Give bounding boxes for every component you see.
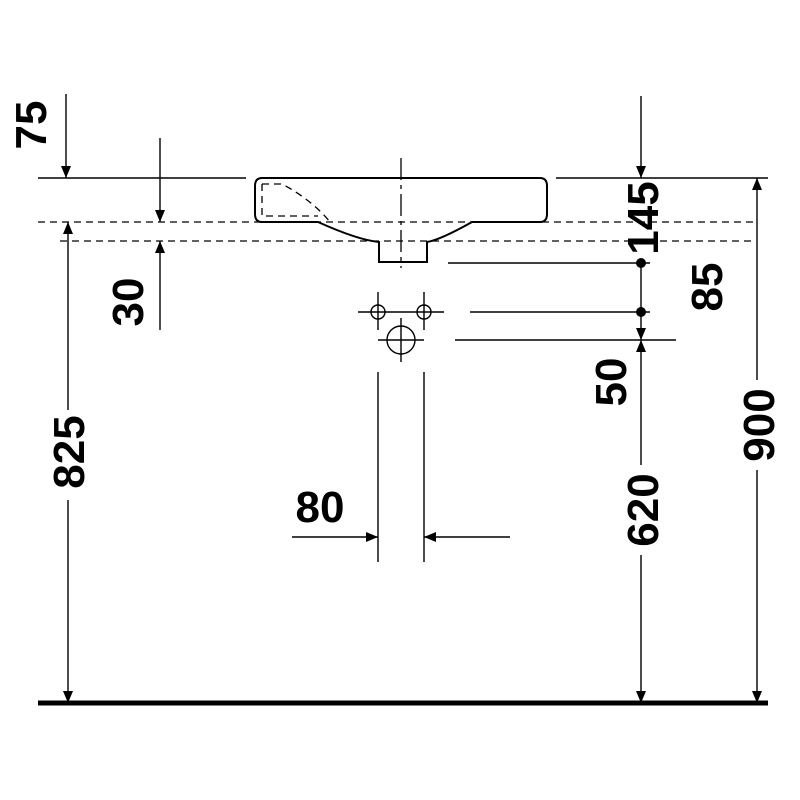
dim-label-825: 825 xyxy=(45,415,94,488)
dim-label-145: 145 xyxy=(619,181,668,254)
reference-lines xyxy=(38,177,768,341)
dimension-900: 900 xyxy=(735,178,784,703)
dimension-145: 145 xyxy=(619,96,668,255)
dimension-620: 620 xyxy=(619,340,668,703)
dim-label-80: 80 xyxy=(296,483,345,532)
dimension-85: 85 xyxy=(636,258,732,317)
dim-label-30: 30 xyxy=(104,278,153,327)
dim-label-85: 85 xyxy=(683,263,732,312)
dimension-30: 30 xyxy=(104,138,165,330)
chain-dot-upper xyxy=(636,258,646,268)
dim-label-900: 900 xyxy=(735,388,784,461)
dimension-50: 50 xyxy=(587,312,646,407)
dim-label-620: 620 xyxy=(619,473,668,546)
dim-label-75: 75 xyxy=(7,101,56,150)
tap-holes xyxy=(358,292,444,330)
waste-outlet xyxy=(378,318,424,362)
dimension-825: 825 xyxy=(45,222,94,703)
dim-label-50: 50 xyxy=(587,358,636,407)
basin-outline xyxy=(254,177,548,263)
dimension-80: 80 xyxy=(292,483,510,542)
dimension-75: 75 xyxy=(7,94,71,178)
